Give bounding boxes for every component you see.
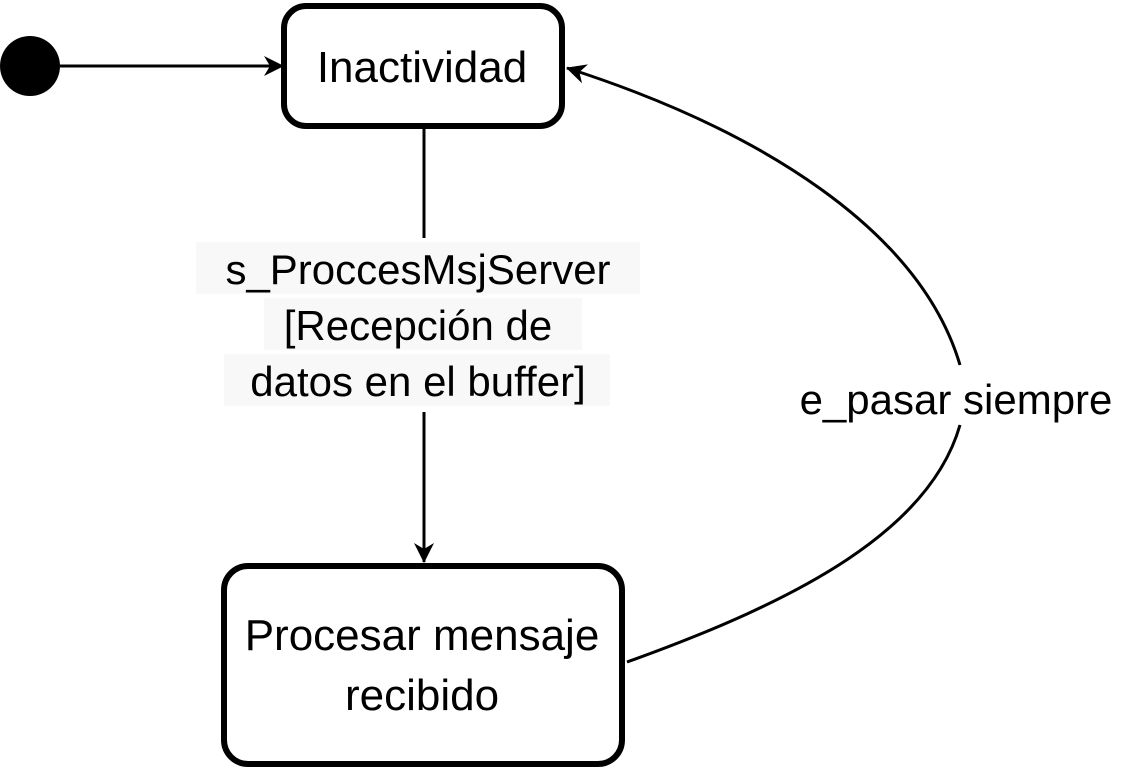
transition-t1-label-line-2: [Recepción de — [284, 302, 553, 349]
transition-inactividad-to-procesar-label: s_ProccesMsjServer [Recepción de datos e… — [196, 242, 640, 406]
transition-t2-label: e_pasar siempre — [800, 376, 1113, 423]
state-procesar[interactable]: Procesar mensaje recibido — [221, 563, 625, 767]
transition-procesar-to-inactividad-label: e_pasar siempre — [776, 372, 1136, 424]
transition-procesar-to-inactividad-arrow — [566, 64, 962, 366]
state-inactividad[interactable]: Inactividad — [281, 3, 565, 129]
state-procesar-box — [221, 563, 625, 767]
transition-procesar-to-inactividad-curve-lower — [626, 424, 962, 664]
transition-t1-label-line-3: datos en el buffer] — [250, 358, 585, 405]
transition-t1-label-line-1: s_ProccesMsjServer — [225, 246, 610, 293]
state-inactividad-box — [281, 3, 565, 129]
initial-state-dot — [0, 36, 60, 96]
state-procesar-label-line-2: recibido — [345, 671, 499, 720]
state-inactividad-label: Inactividad — [317, 43, 527, 92]
state-procesar-label-line-1: Procesar mensaje — [245, 611, 600, 660]
